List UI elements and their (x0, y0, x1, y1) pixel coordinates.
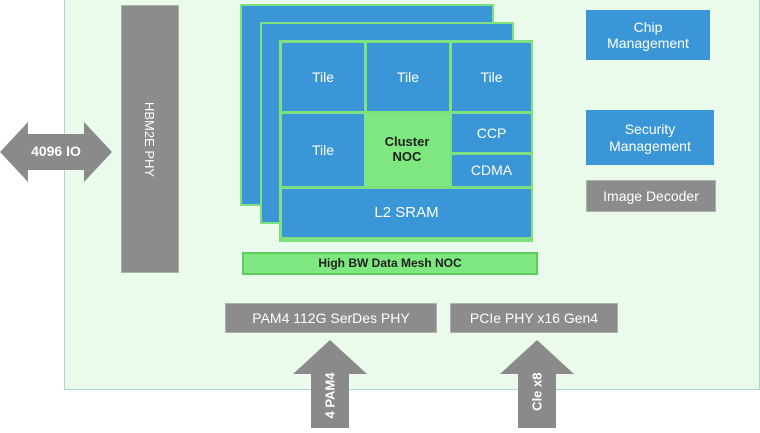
pcie-arrow (500, 340, 574, 428)
chip-management-block: Chip Management (586, 10, 710, 60)
io-arrow (0, 122, 112, 182)
hbm-phy-label: HBM2E PHY (142, 101, 158, 177)
l2-sram-block: L2 SRAM (282, 189, 531, 237)
mesh-noc-block: High BW Data Mesh NOC (242, 252, 538, 275)
pam4-arrow-label: 4 PAM4 (322, 372, 338, 419)
pcie-phy-block: PCIe PHY x16 Gen4 (450, 303, 618, 333)
tile-block: Tile (367, 43, 449, 111)
ccp-block: CCP (452, 114, 531, 152)
tile-block: Tile (282, 43, 364, 111)
serdes-phy-block: PAM4 112G SerDes PHY (225, 303, 437, 333)
tile-block: Tile (282, 114, 364, 186)
cdma-block: CDMA (452, 155, 531, 186)
io-arrow-label: 4096 IO (31, 143, 81, 159)
pcie-arrow-label: Cle x8 (529, 372, 545, 411)
hbm-phy-block (121, 5, 179, 273)
security-management-block: Security Management (586, 110, 714, 165)
image-decoder-block: Image Decoder (586, 180, 716, 212)
cluster-noc-block: Cluster NOC (364, 114, 450, 186)
tile-block: Tile (452, 43, 531, 111)
pam4-arrow (293, 340, 367, 428)
